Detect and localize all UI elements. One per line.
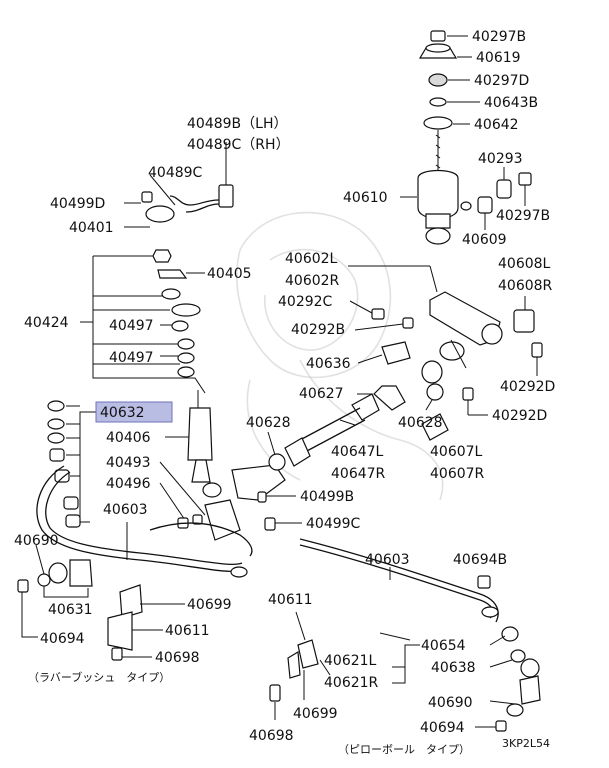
label-40292c: 40292C xyxy=(278,294,333,310)
label-40424: 40424 xyxy=(24,315,69,331)
label-40497-a: 40497 xyxy=(109,318,154,334)
label-40401: 40401 xyxy=(69,220,114,236)
strut-rod xyxy=(267,383,449,471)
diagram-code: 3KP2L54 xyxy=(502,737,550,750)
label-40643b: 40643B xyxy=(484,95,538,111)
label-40293: 40293 xyxy=(478,151,523,167)
upper-mount-stack xyxy=(400,30,532,245)
label-40292d-b: 40292D xyxy=(492,408,547,424)
label-40609: 40609 xyxy=(462,232,507,248)
label-40690-b: 40690 xyxy=(428,695,473,711)
label-40608l: 40608L xyxy=(498,256,551,272)
chassis-bracket xyxy=(231,464,302,531)
label-40603-b: 40603 xyxy=(365,552,410,568)
label-40292d-a: 40292D xyxy=(500,379,555,395)
label-40497-b: 40497 xyxy=(109,350,154,366)
label-40642: 40642 xyxy=(474,117,519,133)
shock-absorber-left xyxy=(80,249,241,541)
label-40654: 40654 xyxy=(421,638,466,654)
label-40636: 40636 xyxy=(306,356,351,372)
control-arm xyxy=(348,265,543,416)
highlight-box-40632 xyxy=(95,401,173,423)
label-40297d: 40297D xyxy=(474,73,529,89)
label-40607r: 40607R xyxy=(430,466,485,482)
label-40489b: 40489B（LH） xyxy=(187,116,287,132)
label-40292b: 40292B xyxy=(291,322,345,338)
label-40499c: 40499C xyxy=(306,516,361,532)
label-40499d: 40499D xyxy=(50,196,105,212)
label-40603-a: 40603 xyxy=(103,502,148,518)
label-40607l: 40607L xyxy=(430,444,483,460)
label-40621l: 40621L xyxy=(324,653,377,669)
label-40632: 40632 xyxy=(100,405,145,421)
label-40647l: 40647L xyxy=(331,444,384,460)
harness-assembly xyxy=(124,142,234,228)
label-40699-a: 40699 xyxy=(187,597,232,613)
label-40608r: 40608R xyxy=(498,278,553,294)
pillow-ball-link xyxy=(269,611,541,732)
stabilizer-bar xyxy=(17,465,499,638)
label-40694b: 40694B xyxy=(453,552,507,568)
stabilizer-link-left xyxy=(47,400,96,528)
label-40631: 40631 xyxy=(48,602,93,618)
label-40611-b: 40611 xyxy=(165,623,210,639)
label-40406: 40406 xyxy=(106,430,151,446)
label-40698-b: 40698 xyxy=(249,728,294,744)
caption-pillow-ball-type: （ピローボール タイプ） xyxy=(338,743,470,756)
label-40602l: 40602L xyxy=(285,251,338,267)
label-40628-a: 40628 xyxy=(246,415,291,431)
label-40619: 40619 xyxy=(476,50,521,66)
label-40610: 40610 xyxy=(343,190,388,206)
label-40297b-top: 40297B xyxy=(472,29,526,45)
label-40611-a: 40611 xyxy=(268,592,313,608)
label-40628-b: 40628 xyxy=(398,415,443,431)
caption-rubber-bush-type: （ラバーブッシュ タイプ） xyxy=(28,670,170,684)
label-40489c-rh: 40489C（RH） xyxy=(187,137,290,153)
label-40405: 40405 xyxy=(207,266,252,282)
bolt-40694b xyxy=(477,575,491,589)
label-40489c: 40489C xyxy=(148,165,203,181)
label-40698-a: 40698 xyxy=(155,650,200,666)
label-40647r: 40647R xyxy=(331,466,386,482)
watermark-emblem xyxy=(236,211,444,501)
label-40493: 40493 xyxy=(106,455,151,471)
label-40602r: 40602R xyxy=(285,273,340,289)
label-40297b-right: 40297B xyxy=(496,208,550,224)
label-40690-a: 40690 xyxy=(14,533,59,549)
label-40638: 40638 xyxy=(431,660,476,676)
center-mount-bracket xyxy=(107,584,185,661)
label-40694-c: 40694 xyxy=(420,720,465,736)
label-40699-b: 40699 xyxy=(293,706,338,722)
label-40496: 40496 xyxy=(106,476,151,492)
label-40499b: 40499B xyxy=(300,489,354,505)
callout-labels: 40297B 40619 40297D 40643B 40642 40489B（… xyxy=(14,29,555,756)
label-40627: 40627 xyxy=(299,386,344,402)
label-40621r: 40621R xyxy=(324,675,379,691)
label-40694: 40694 xyxy=(40,631,85,647)
